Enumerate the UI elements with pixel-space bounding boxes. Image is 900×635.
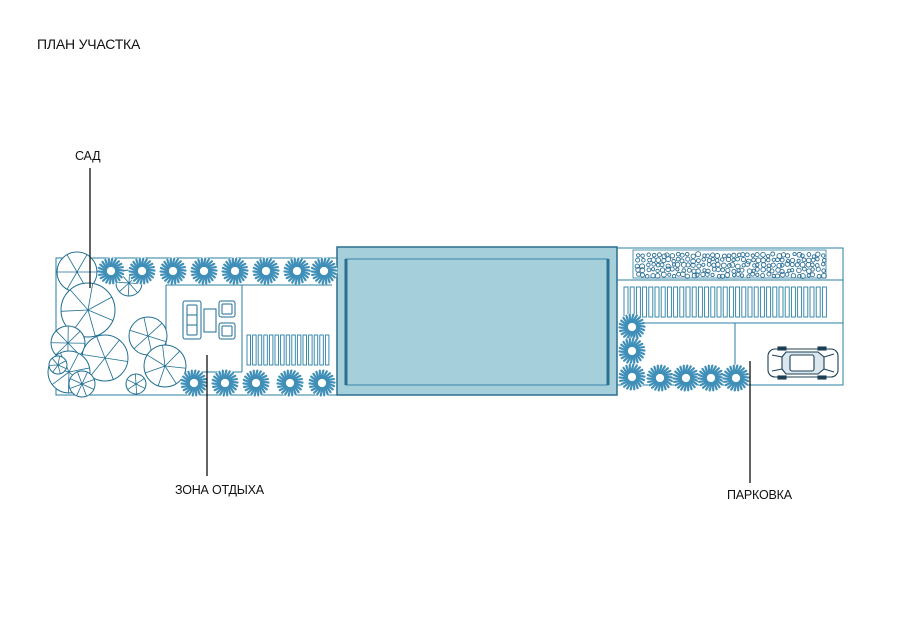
shrub-icon	[96, 256, 126, 286]
armchair-icon	[218, 322, 236, 340]
shrub-icon	[671, 363, 701, 393]
shrub-icon	[645, 363, 675, 393]
shrub-icon	[158, 256, 188, 286]
table-icon	[203, 308, 217, 333]
tree-icon	[60, 282, 116, 338]
shrub-icon	[309, 256, 339, 286]
shrub-icon	[127, 256, 157, 286]
page-title: ПЛАН УЧАСТКА	[37, 36, 141, 52]
shrub-icon	[275, 368, 305, 398]
shrub-icon	[179, 368, 209, 398]
label-parking: ПАРКОВКА	[727, 488, 792, 502]
house	[336, 246, 618, 396]
shrub-icon	[220, 256, 250, 286]
sofa-icon	[182, 300, 202, 340]
shrub-icon	[696, 363, 726, 393]
shrub-icon	[241, 368, 271, 398]
outdoor-furniture	[182, 300, 236, 340]
shrub-icon	[617, 362, 647, 392]
paving-parking	[623, 286, 827, 318]
shrub-icon	[189, 256, 219, 286]
shrub-icon	[307, 368, 337, 398]
tree-icon	[125, 373, 147, 395]
label-garden: САД	[75, 149, 101, 163]
tree-icon	[48, 355, 68, 375]
label-rest-zone: ЗОНА ОТДЫХА	[175, 483, 264, 497]
shrub-icon	[282, 256, 312, 286]
armchair-icon	[218, 300, 236, 318]
garden-trees	[47, 251, 187, 398]
tree-icon	[56, 251, 98, 293]
shrub-icon	[617, 336, 647, 366]
shrub-icon	[210, 368, 240, 398]
shrub-icon	[251, 256, 281, 286]
gravel-bed	[632, 249, 827, 280]
shrub-icon	[617, 312, 647, 342]
paving-garden	[246, 334, 330, 366]
tree-icon	[143, 344, 187, 388]
shrub-icon	[721, 363, 751, 393]
tree-icon	[68, 370, 96, 398]
car-icon	[767, 346, 839, 380]
leader-lines	[89, 168, 751, 483]
